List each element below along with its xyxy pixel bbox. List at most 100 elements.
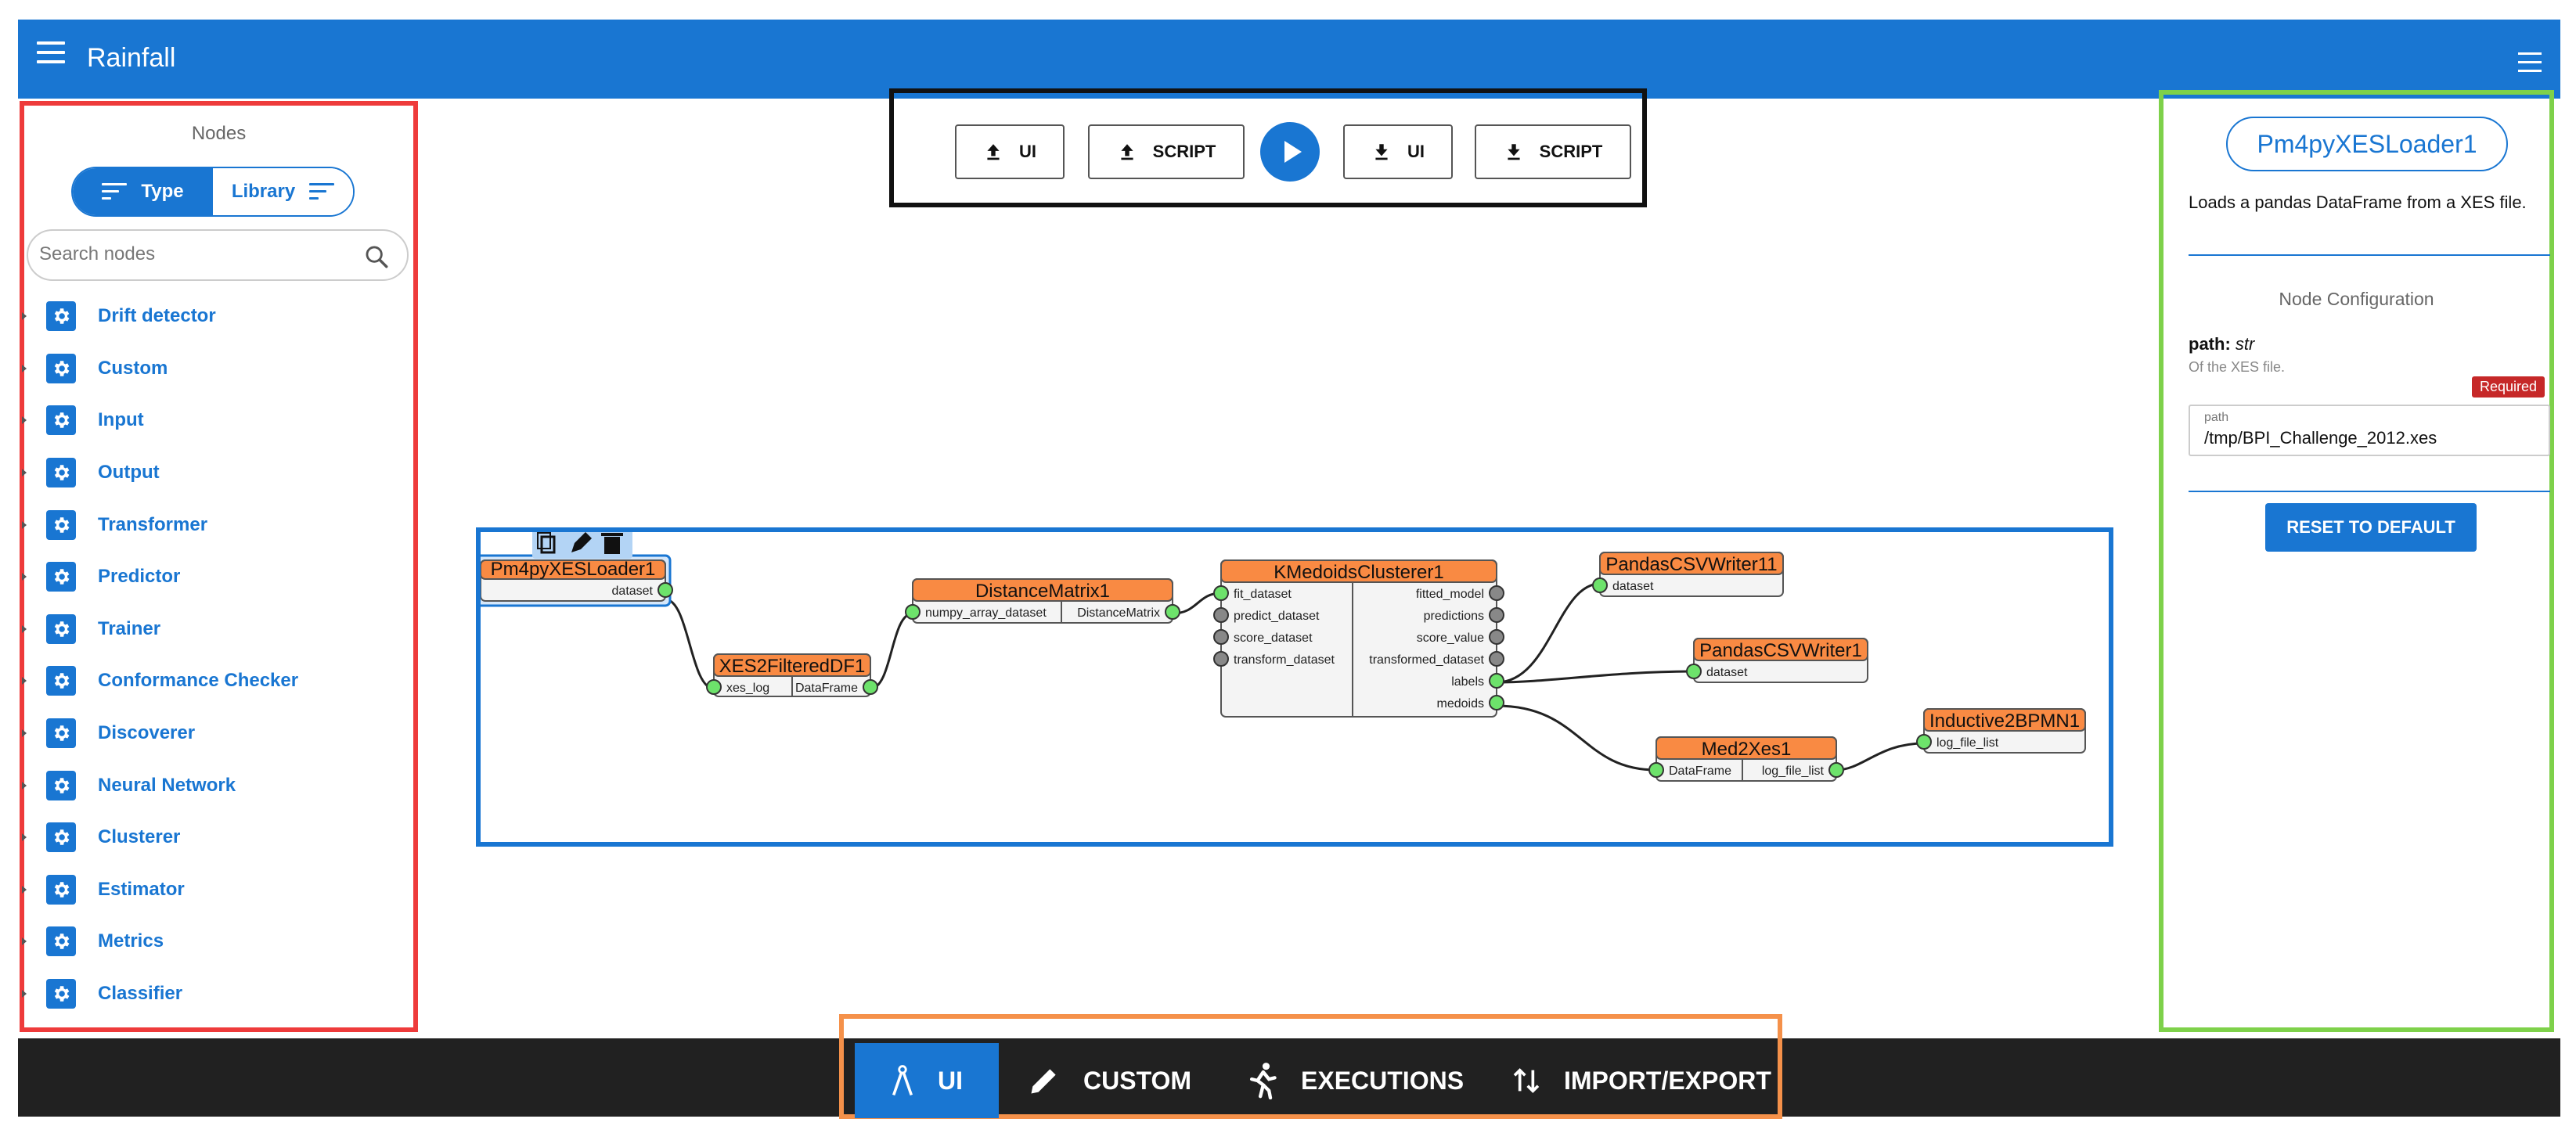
graph-node[interactable]: KMedoidsClusterer1fit_datasetpredict_dat… <box>1213 559 1504 718</box>
edge[interactable] <box>665 598 715 690</box>
expand-caret-icon[interactable] <box>22 990 27 998</box>
input-port-label: dataset <box>1612 580 1654 593</box>
tab-executions-label: EXECUTIONS <box>1301 1066 1465 1095</box>
search-box <box>27 229 409 281</box>
input-port[interactable] <box>706 679 722 695</box>
run-button-play-icon[interactable] <box>1260 122 1320 182</box>
expand-caret-icon[interactable] <box>22 833 27 842</box>
node-category-item[interactable]: Conformance Checker <box>22 655 413 707</box>
input-port[interactable] <box>1213 607 1229 623</box>
search-icon[interactable] <box>363 243 390 270</box>
tab-executions[interactable]: EXECUTIONS <box>1245 1043 1464 1118</box>
output-port[interactable] <box>1489 607 1504 623</box>
node-category-item[interactable]: Classifier <box>22 968 413 1020</box>
node-category-label: Metrics <box>98 930 164 952</box>
node-title: PandasCSVWriter11 <box>1605 554 1777 575</box>
node-category-item[interactable]: Discoverer <box>22 707 413 760</box>
output-port[interactable] <box>1489 695 1504 711</box>
selected-node-name[interactable]: Pm4pyXESLoader1 <box>2226 117 2508 171</box>
param-type: str <box>2235 334 2255 354</box>
node-category-item[interactable]: Predictor <box>22 551 413 603</box>
edge[interactable] <box>870 612 913 690</box>
node-category-item[interactable]: Estimator <box>22 864 413 916</box>
output-port[interactable] <box>1489 629 1504 645</box>
search-input[interactable] <box>39 243 337 265</box>
upload-script-button[interactable]: SCRIPT <box>1088 124 1245 179</box>
edge[interactable] <box>1496 670 1695 684</box>
node-category-item[interactable]: Neural Network <box>22 759 413 811</box>
output-port[interactable] <box>1828 762 1844 778</box>
delete-icon[interactable] <box>601 533 623 554</box>
expand-caret-icon[interactable] <box>22 312 27 321</box>
edit-icon[interactable] <box>571 532 592 552</box>
node-category-item[interactable]: Input <box>22 394 413 447</box>
output-port-label: log_file_list <box>1762 764 1825 778</box>
expand-caret-icon[interactable] <box>22 520 27 529</box>
tab-import-export[interactable]: IMPORT/EXPORT <box>1511 1043 1771 1118</box>
expand-caret-icon[interactable] <box>22 781 27 790</box>
output-port[interactable] <box>1489 585 1504 601</box>
graph-node[interactable]: PandasCSVWriter11 dataset <box>1592 552 1784 597</box>
sort-by-library-button[interactable]: Library <box>213 168 353 215</box>
output-port[interactable] <box>1165 604 1180 620</box>
expand-caret-icon[interactable] <box>22 624 27 633</box>
node-category-item[interactable]: Transformer <box>22 498 413 551</box>
expand-caret-icon[interactable] <box>22 416 27 425</box>
tab-custom[interactable]: CUSTOM <box>1027 1043 1191 1118</box>
input-port[interactable] <box>1916 734 1932 750</box>
nodes-layer: Pm4pyXESLoader1datasetXES2FilteredDF1xes… <box>481 552 2086 782</box>
input-port[interactable] <box>1686 664 1702 679</box>
copy-icon[interactable] <box>537 532 556 554</box>
node-category-label: Drift detector <box>98 305 216 327</box>
node-title: XES2FilteredDF1 <box>719 656 866 677</box>
tab-ui[interactable]: UI <box>855 1043 999 1118</box>
sort-by-type-button[interactable]: Type <box>73 168 213 215</box>
node-category-item[interactable]: Custom <box>22 343 413 395</box>
node-category-item[interactable]: Drift detector <box>22 290 413 343</box>
download-ui-button[interactable]: UI <box>1343 124 1453 179</box>
node-category-label: Output <box>98 462 160 484</box>
node-category-item[interactable]: Metrics <box>22 916 413 968</box>
param-name: path: <box>2189 334 2231 354</box>
input-port[interactable] <box>1213 585 1229 601</box>
output-port[interactable] <box>1489 651 1504 667</box>
hamburger-menu-icon[interactable] <box>37 41 65 63</box>
node-title: DistanceMatrix1 <box>975 581 1110 602</box>
reset-to-default-button[interactable]: RESET TO DEFAULT <box>2265 503 2477 552</box>
output-port-label: transformed_dataset <box>1369 653 1484 667</box>
expand-caret-icon[interactable] <box>22 937 27 946</box>
node-category-item[interactable]: Clusterer <box>22 811 413 864</box>
output-port[interactable] <box>1489 673 1504 689</box>
gear-icon <box>46 405 76 436</box>
download-script-button[interactable]: SCRIPT <box>1475 124 1631 179</box>
input-port[interactable] <box>1592 577 1608 593</box>
input-port[interactable] <box>905 604 921 620</box>
node-category-item[interactable]: Output <box>22 447 413 499</box>
input-port[interactable] <box>1648 762 1664 778</box>
expand-caret-icon[interactable] <box>22 469 27 477</box>
edge[interactable] <box>1496 582 1601 684</box>
output-port[interactable] <box>863 679 878 695</box>
upload-ui-button[interactable]: UI <box>955 124 1065 179</box>
expand-caret-icon[interactable] <box>22 885 27 894</box>
input-port[interactable] <box>1213 651 1229 667</box>
path-input[interactable] <box>2204 428 2533 448</box>
gear-icon <box>46 613 76 644</box>
expand-caret-icon[interactable] <box>22 729 27 738</box>
input-port[interactable] <box>1213 629 1229 645</box>
edge[interactable] <box>1496 704 1657 772</box>
right-menu-icon[interactable] <box>2518 52 2542 73</box>
expand-caret-icon[interactable] <box>22 364 27 372</box>
edge[interactable] <box>1836 742 1925 772</box>
node-category-item[interactable]: Trainer <box>22 603 413 656</box>
output-port[interactable] <box>658 582 673 598</box>
expand-caret-icon[interactable] <box>22 677 27 685</box>
expand-caret-icon[interactable] <box>22 573 27 581</box>
